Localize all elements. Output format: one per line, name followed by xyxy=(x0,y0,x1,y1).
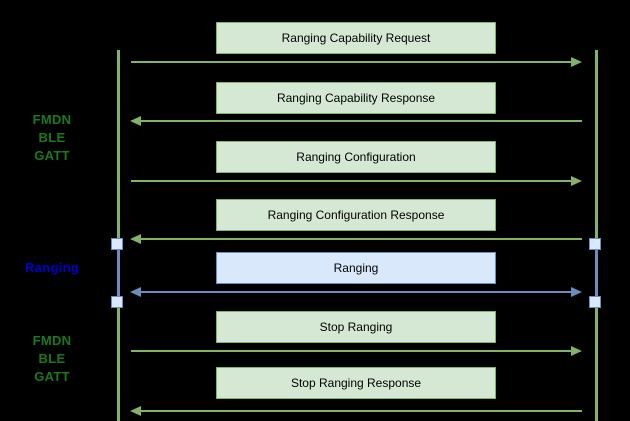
message-arrow-right xyxy=(131,174,582,188)
phase-label-line: FMDN xyxy=(32,333,72,348)
message-arrow-bidirectional xyxy=(130,285,582,299)
phase-label-fmdn-ble-gatt-bottom: FMDN BLE GATT xyxy=(4,332,100,386)
message-arrow-left xyxy=(130,404,582,418)
message-box: Ranging Configuration xyxy=(216,141,496,173)
arrow-head-left-icon xyxy=(130,406,141,416)
arrow-shaft xyxy=(131,61,571,63)
arrow-shaft xyxy=(131,350,571,352)
message-box: Ranging Configuration Response xyxy=(216,199,496,231)
arrow-head-right-icon xyxy=(571,176,582,186)
lifeline-right xyxy=(595,50,598,421)
arrow-head-right-icon xyxy=(571,346,582,356)
lifeline-left xyxy=(117,50,120,421)
activation-bar-left xyxy=(117,244,120,304)
activation-node-left-end xyxy=(111,296,123,308)
message-arrow-left xyxy=(130,232,582,246)
arrow-head-right-icon xyxy=(571,57,582,67)
activation-node-right-start xyxy=(589,238,601,250)
arrow-head-left-icon xyxy=(130,287,141,297)
message-box: Stop Ranging xyxy=(216,311,496,343)
phase-label-line: BLE xyxy=(38,130,66,145)
phase-label-line: BLE xyxy=(38,351,66,366)
arrow-shaft xyxy=(141,238,582,240)
phase-label-fmdn-ble-gatt-top: FMDN BLE GATT xyxy=(4,111,100,165)
arrow-shaft xyxy=(141,410,582,412)
message-box-ranging: Ranging xyxy=(216,252,496,284)
phase-label-line: Ranging xyxy=(24,260,80,275)
arrow-head-left-icon xyxy=(130,116,141,126)
phase-label-line: FMDN xyxy=(32,112,72,127)
phase-label-line: GATT xyxy=(34,148,70,163)
message-box: Ranging Capability Request xyxy=(216,22,496,54)
phase-label-line: GATT xyxy=(34,369,70,384)
message-arrow-right xyxy=(131,344,582,358)
activation-node-left-start xyxy=(111,238,123,250)
message-arrow-left xyxy=(130,114,582,128)
phase-label-ranging: Ranging xyxy=(4,259,100,277)
message-arrow-right xyxy=(131,55,582,69)
arrow-shaft xyxy=(131,180,571,182)
arrow-shaft xyxy=(141,291,571,293)
arrow-shaft xyxy=(141,120,582,122)
activation-node-right-end xyxy=(589,296,601,308)
activation-bar-right xyxy=(595,244,598,304)
arrow-head-right-icon xyxy=(571,287,582,297)
message-box: Stop Ranging Response xyxy=(216,367,496,399)
arrow-head-left-icon xyxy=(130,234,141,244)
message-box: Ranging Capability Response xyxy=(216,82,496,114)
